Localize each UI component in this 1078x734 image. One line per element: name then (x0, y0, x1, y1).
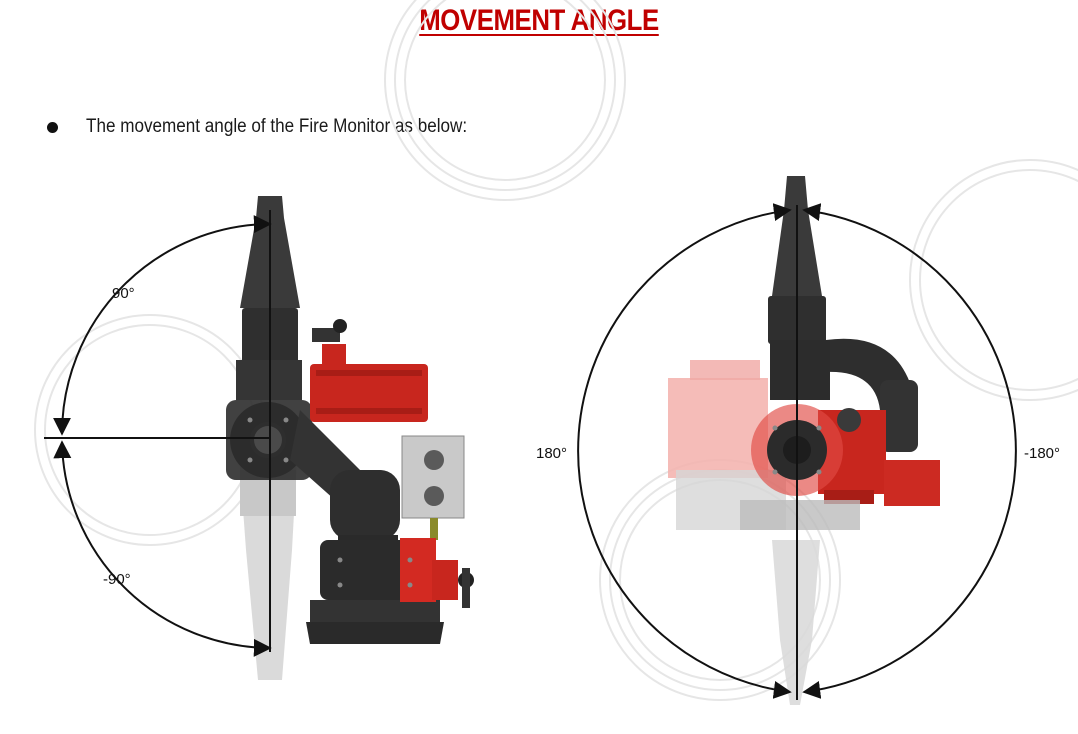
page-title: MOVEMENT ANGLE (419, 4, 659, 37)
front-view-monitor (668, 176, 940, 705)
side-view-angle-indicator (44, 210, 272, 657)
bullet-text: The movement angle of the Fire Monitor a… (86, 116, 468, 137)
bullet-item: The movement angle of the Fire Monitor a… (47, 116, 509, 138)
label-180: 180° (536, 445, 567, 462)
front-view-angle-indicator (577, 203, 1017, 700)
bullet-dot (47, 121, 58, 133)
watermark (34, 0, 1078, 701)
label-minus-180: -180° (1024, 445, 1060, 462)
label-90: 90° (112, 285, 135, 302)
label-minus-90: -90° (103, 571, 131, 588)
